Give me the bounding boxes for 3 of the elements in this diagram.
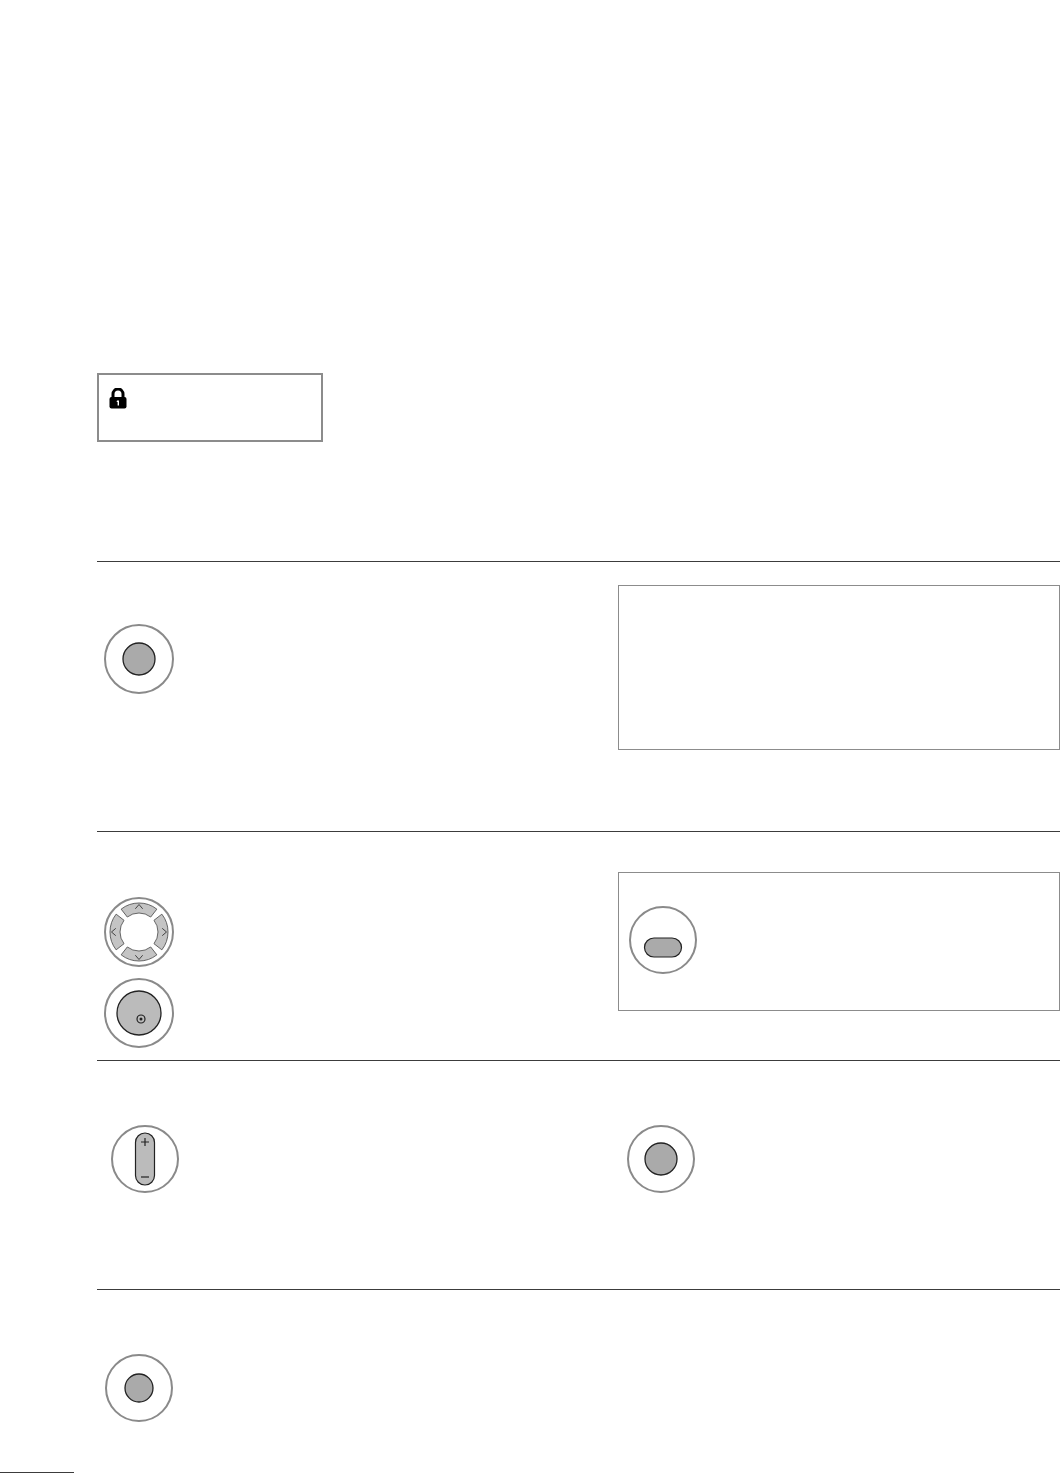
info-panel <box>618 585 1060 750</box>
info-panel <box>618 872 1060 1011</box>
note-box <box>97 373 323 442</box>
